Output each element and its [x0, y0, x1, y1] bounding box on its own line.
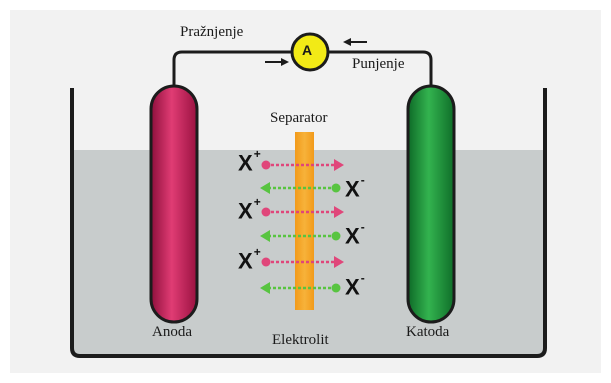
cathode-label: Katoda — [406, 324, 450, 340]
separator — [295, 132, 314, 310]
discharge-label: Pražnjenje — [180, 24, 244, 40]
cathode — [406, 84, 456, 324]
anion-symbol: X- — [345, 271, 365, 300]
cation-migration-arrow — [261, 256, 344, 268]
separator-label: Separator — [270, 110, 328, 126]
container — [70, 88, 547, 358]
anion-migration-arrow — [260, 282, 341, 294]
wire-left — [172, 50, 292, 92]
ammeter — [290, 32, 330, 72]
anion-symbol: X- — [345, 173, 365, 202]
anion-migration-arrow — [260, 230, 341, 242]
charge-arrow — [343, 38, 367, 46]
cation-migration-arrow — [261, 159, 344, 171]
cation-symbol: X+ — [238, 195, 261, 224]
wire-right — [328, 50, 433, 92]
ammeter-label: A — [302, 42, 313, 58]
anion-migration-arrow — [260, 182, 341, 194]
anode-label: Anoda — [152, 324, 192, 340]
cation-symbol: X+ — [238, 147, 261, 176]
cation-migration-arrow — [261, 206, 344, 218]
anode — [149, 84, 199, 324]
anion-symbol: X- — [345, 220, 365, 249]
charge-label: Punjenje — [352, 56, 405, 72]
discharge-arrow — [265, 58, 289, 66]
electrolyte-label: Elektrolit — [272, 332, 329, 348]
ion-arrows — [260, 159, 344, 294]
cation-symbol: X+ — [238, 245, 261, 274]
